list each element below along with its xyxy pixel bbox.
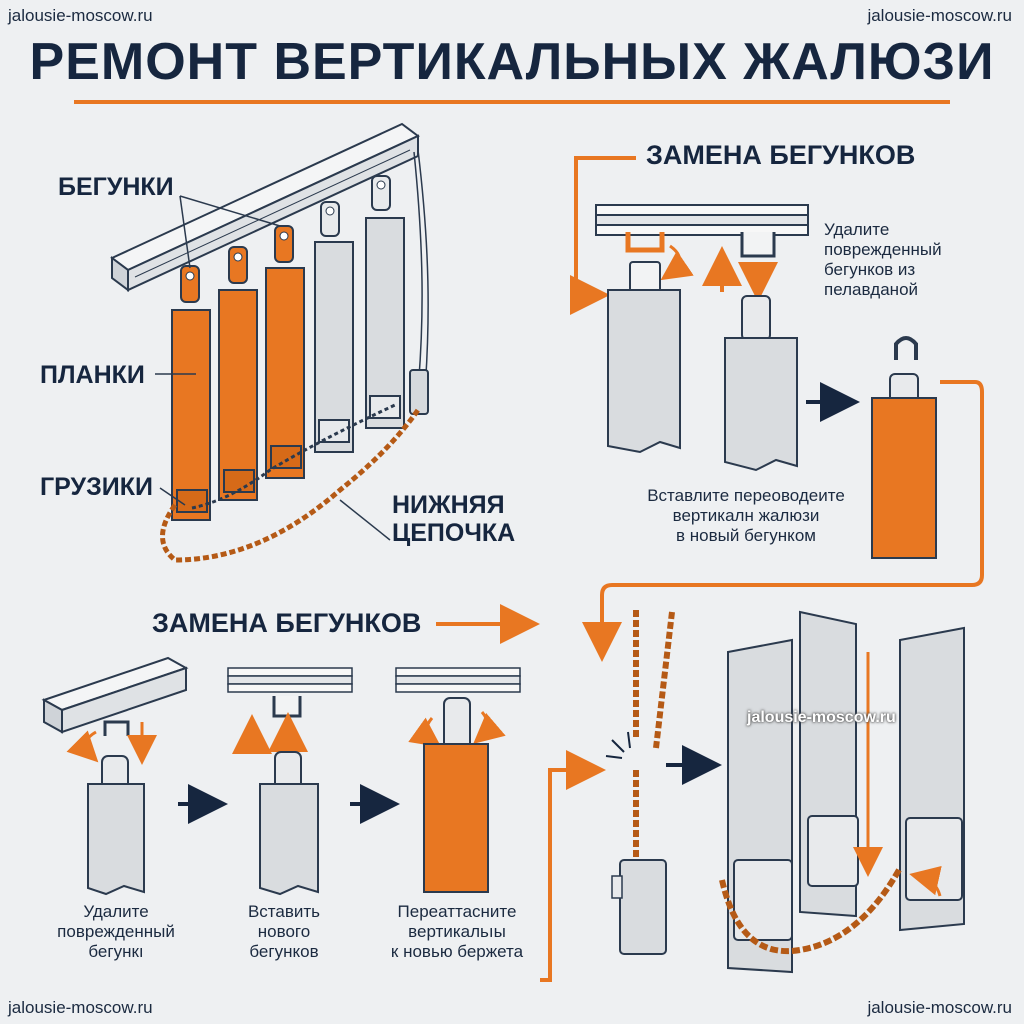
top-note-line: поврежденный	[824, 240, 942, 259]
step3-caption: Переаттасните вертикальıы к новью бержет…	[368, 902, 546, 962]
step1-caption: Удалите поврежденный бегункı	[36, 902, 196, 962]
slat-group	[171, 217, 405, 521]
bottom-chain	[160, 408, 421, 563]
step1-line: бегункı	[88, 942, 144, 961]
bottom-right-process	[540, 610, 965, 982]
step1-line: поврежденный	[57, 922, 175, 941]
label-chain-line2: ЦЕПОЧКА	[392, 519, 516, 547]
top-insert-caption: Вставлите переоводеите вертикалн жалюзи …	[616, 486, 876, 546]
label-runners: БЕГУНКИ	[58, 173, 174, 201]
top-insert-line: вертикалн жалюзи	[672, 506, 820, 525]
top-note-line: пелавданой	[824, 280, 919, 299]
top-insert-line: в новый бегунком	[676, 526, 816, 545]
top-note-line: бегунков из	[824, 260, 916, 279]
weight-group	[176, 395, 401, 513]
watermark-bottom-right: jalousie-moscow.ru	[867, 998, 1012, 1017]
label-slats: ПЛАНКИ	[40, 361, 145, 389]
label-weights: ГРУЗИКИ	[40, 473, 153, 501]
watermark-top-right: jalousie-moscow.ru	[867, 6, 1012, 25]
watermark-top-left: jalousie-moscow.ru	[8, 6, 153, 25]
step3-line: вертикальıы	[408, 922, 506, 941]
top-insert-line: Вставлите переоводеите	[647, 486, 845, 505]
step2-caption: Вставить нового бегунков	[214, 902, 354, 962]
blind-assembly	[110, 122, 429, 563]
top-note: Удалите поврежденный бегунков из пелавда…	[824, 220, 942, 300]
top-right-process	[570, 156, 984, 662]
step2-line: бегунков	[249, 942, 319, 961]
watermark-bottom-left: jalousie-moscow.ru	[8, 998, 153, 1017]
step1-line: Удалите	[83, 902, 149, 921]
page-title: РЕМОНТ ВЕРТИКАЛЬНЫХ ЖАЛЮЗИ	[29, 33, 995, 91]
section-top-heading: ЗАМЕНА БЕГУНКОВ	[646, 140, 916, 170]
top-note-line: Удалите	[824, 220, 890, 239]
bottom-left-process	[41, 604, 540, 896]
section-bottom-heading: ЗАМЕНА БЕГУНКОВ	[152, 608, 422, 638]
step2-line: Вставить	[247, 902, 321, 921]
title-underline	[74, 100, 950, 104]
step3-line: к новью бержета	[390, 942, 524, 961]
watermark-center: jalousie-moscow.ru	[747, 709, 896, 726]
label-chain-line1: НИЖНЯЯ	[392, 491, 505, 519]
step3-line: Переаттасните	[397, 902, 517, 921]
step2-line: нового	[257, 922, 311, 941]
